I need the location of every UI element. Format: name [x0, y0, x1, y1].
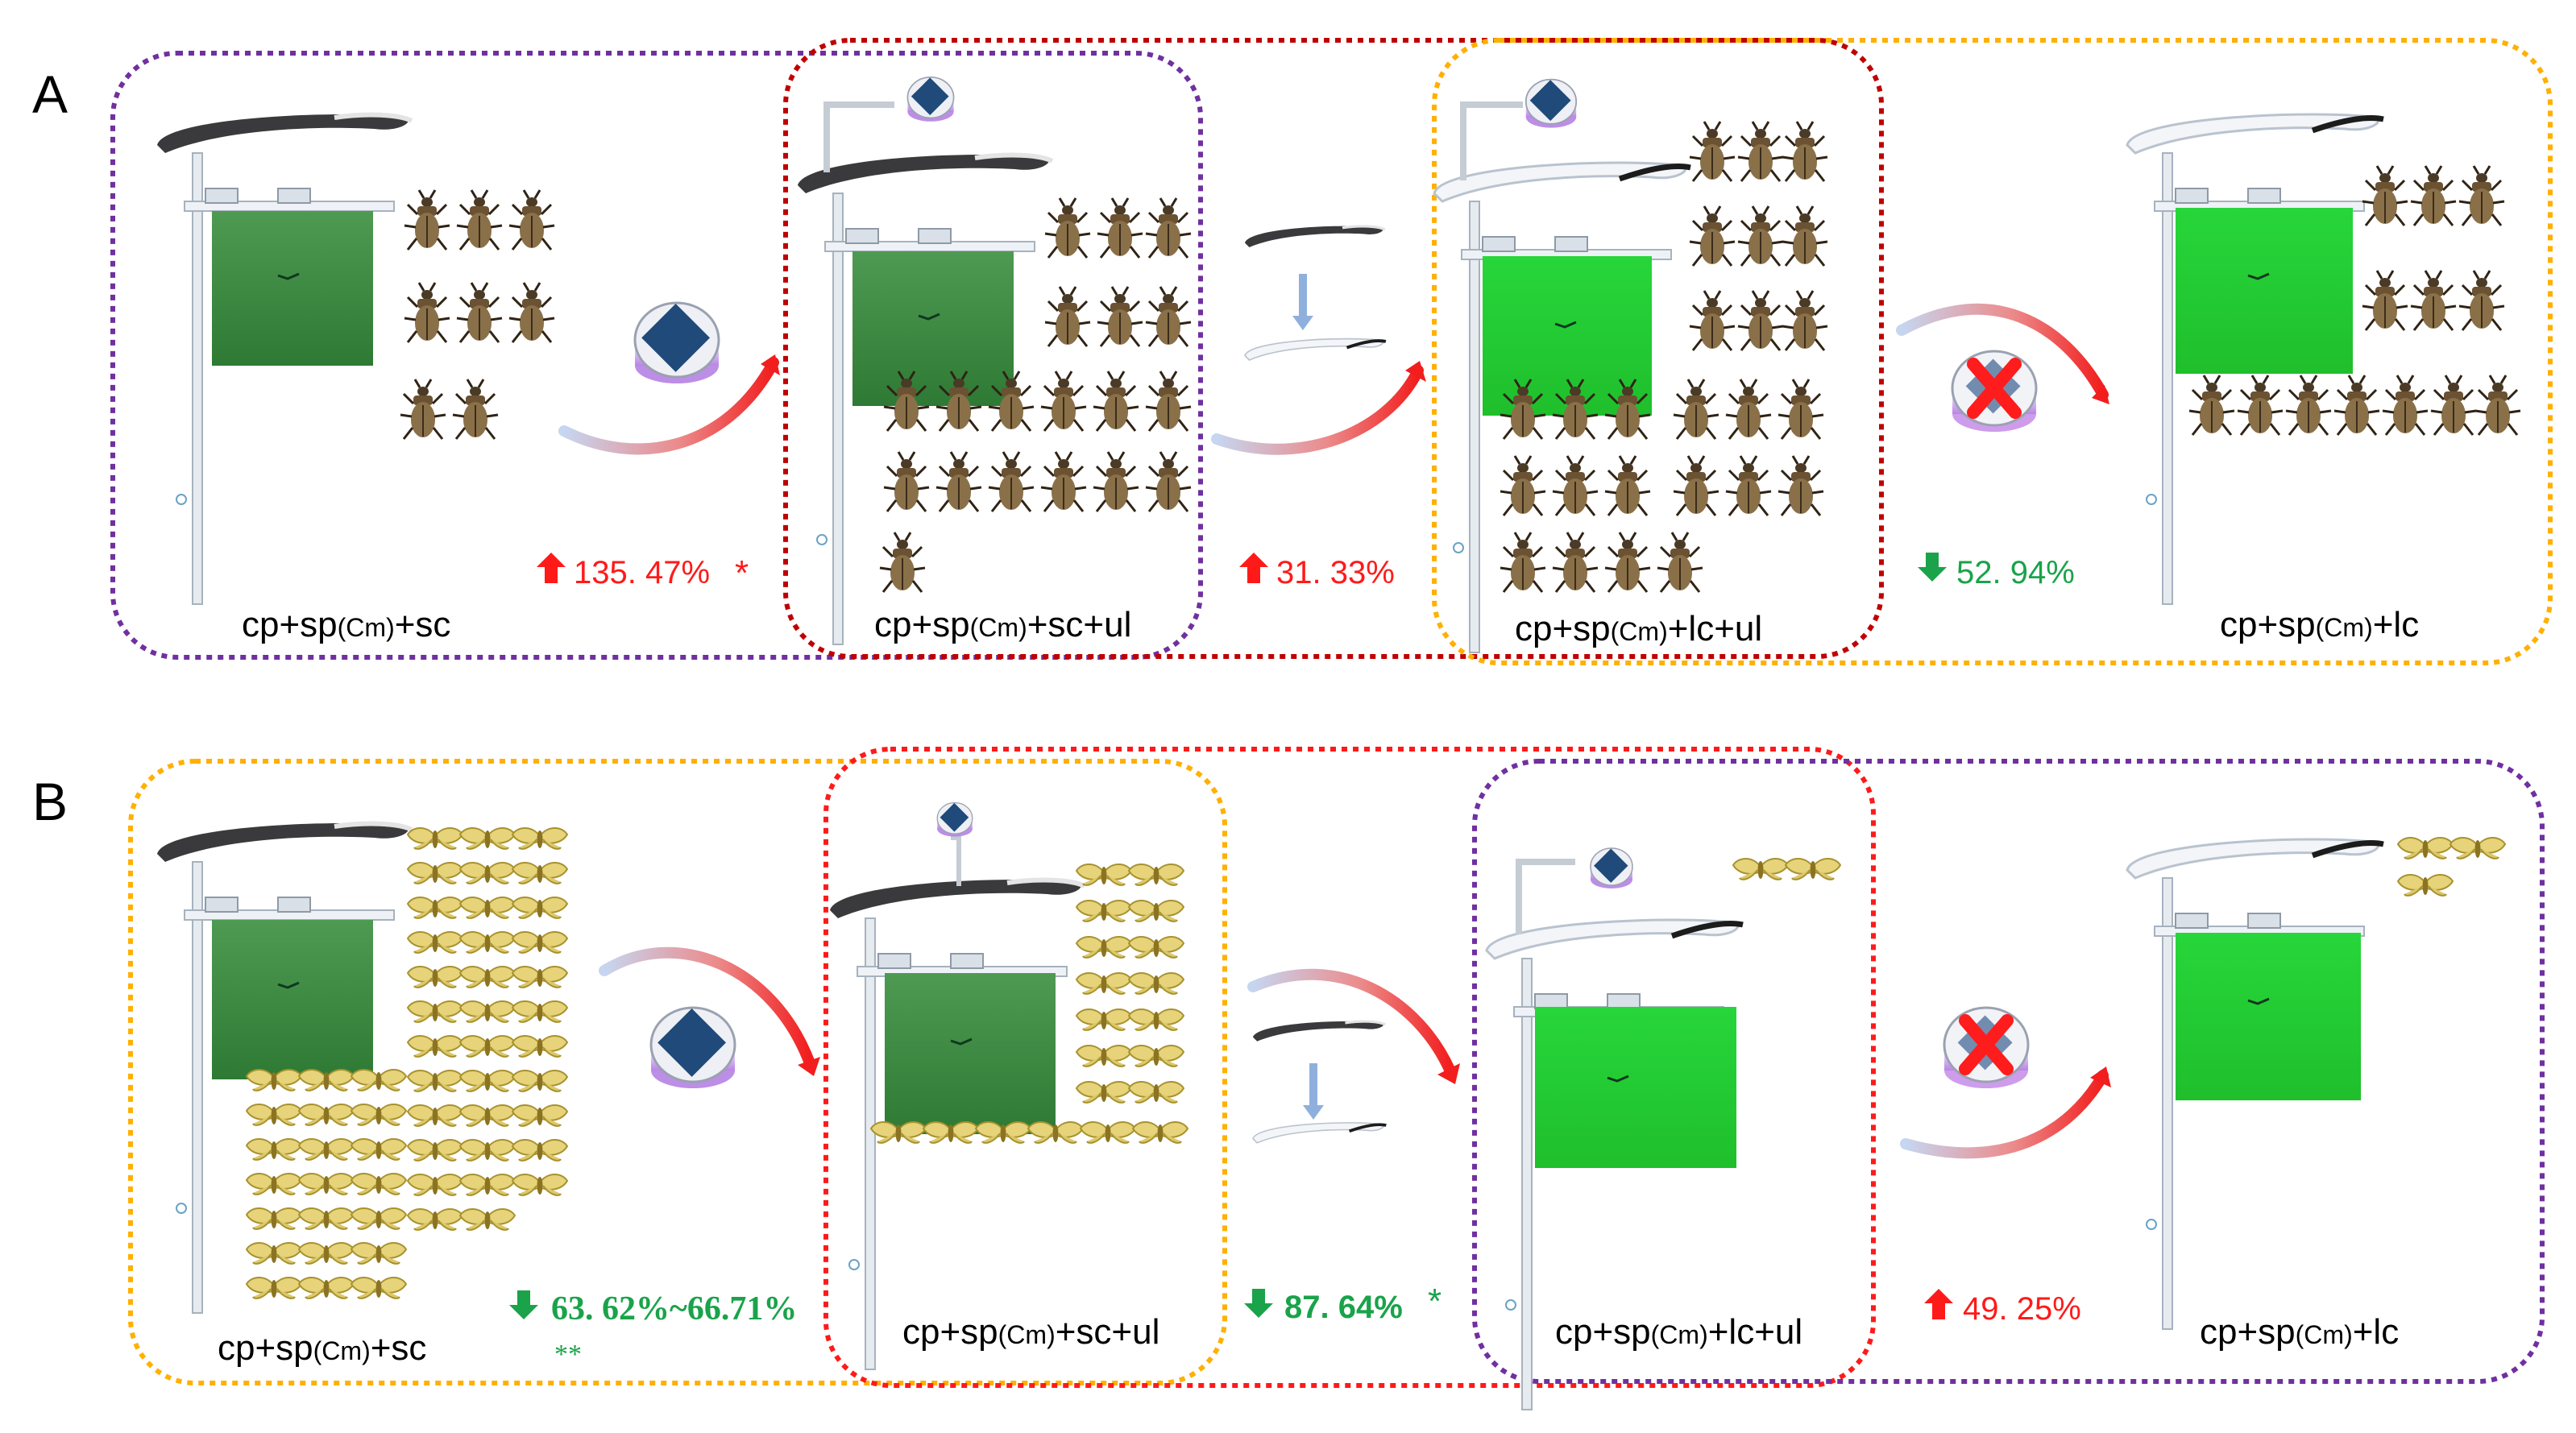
- change-value-a3: 52. 94%: [1956, 555, 2075, 590]
- trap-b2: [830, 835, 1085, 1370]
- trap-a4: [2127, 114, 2383, 605]
- up-arrow-icon: [1924, 1289, 1953, 1319]
- uv-lamp-b3: [1590, 847, 1633, 889]
- arrow-icon: [1896, 303, 2109, 400]
- arrow-icon: [1211, 365, 1424, 455]
- condition-label-b3: cp+sp(Cm)+lc+ul: [1555, 1312, 1802, 1352]
- significance-a1: *: [735, 553, 749, 593]
- arrow-icon: [1247, 968, 1456, 1077]
- condition-label-a4: cp+sp(Cm)+lc: [2220, 605, 2419, 644]
- trap-a2: [798, 101, 1052, 645]
- moth-group-b4: [2397, 837, 2506, 897]
- change-value-a1: 135. 47%: [574, 555, 710, 590]
- significance-b2: *: [1428, 1282, 1441, 1321]
- down-arrow-icon: [1244, 1289, 1273, 1318]
- panel-letter-a: A: [32, 64, 68, 124]
- group-box-b2: [823, 747, 1876, 1388]
- change-value-b1: 63. 62%~66.71%: [551, 1290, 797, 1327]
- uv-lamp-b2: [936, 801, 973, 838]
- uv-lamp-a2: [906, 76, 955, 122]
- cover-swap-a2: [1243, 224, 1388, 362]
- up-arrow-icon: [1239, 553, 1268, 583]
- condition-label-a3: cp+sp(Cm)+lc+ul: [1515, 609, 1762, 648]
- trap-a1: [157, 114, 412, 605]
- no-lamp-a3: [1952, 351, 2036, 432]
- condition-label-a1: cp+sp(Cm)+sc: [242, 605, 450, 644]
- up-arrow-icon: [537, 553, 566, 583]
- change-value-b2: 87. 64%: [1284, 1290, 1403, 1325]
- uv-lamp-a3: [1524, 78, 1578, 129]
- down-arrow-icon: [509, 1290, 538, 1319]
- arrow-icon: [1900, 1070, 2109, 1159]
- condition-label-b4: cp+sp(Cm)+lc: [2200, 1312, 2399, 1352]
- trap-b4: [2127, 839, 2383, 1330]
- uv-lamp-transition-a1: [633, 301, 720, 385]
- change-value-a2: 31. 33%: [1276, 555, 1395, 590]
- moth-group-b3: [1732, 858, 1841, 880]
- no-lamp-b3: [1944, 1008, 2028, 1088]
- group-box-a2: [783, 38, 1884, 659]
- group-box-a1: [110, 51, 1203, 660]
- arrow-icon: [558, 357, 779, 455]
- group-box-b3: [1472, 759, 2545, 1384]
- change-value-b3: 49. 25%: [1963, 1291, 2081, 1327]
- group-box-a3: [1432, 38, 2553, 665]
- condition-label-b2: cp+sp(Cm)+sc+ul: [902, 1312, 1159, 1352]
- cover-swap-b2: [1251, 1020, 1388, 1145]
- beetle-group-a1: [399, 188, 556, 441]
- significance-b1: **: [554, 1340, 582, 1369]
- condition-label-b1: cp+sp(Cm)+sc: [218, 1328, 426, 1368]
- down-arrow-icon: [1918, 553, 1947, 582]
- arrow-icon: [599, 946, 815, 1069]
- panel-letter-b: B: [32, 772, 68, 831]
- uv-lamp-transition-b1: [649, 1006, 736, 1090]
- condition-label-a2: cp+sp(Cm)+sc+ul: [874, 605, 1131, 644]
- group-box-b1: [128, 759, 1227, 1385]
- trap-b1: [157, 823, 412, 1314]
- trap-b3: [1487, 859, 1743, 1410]
